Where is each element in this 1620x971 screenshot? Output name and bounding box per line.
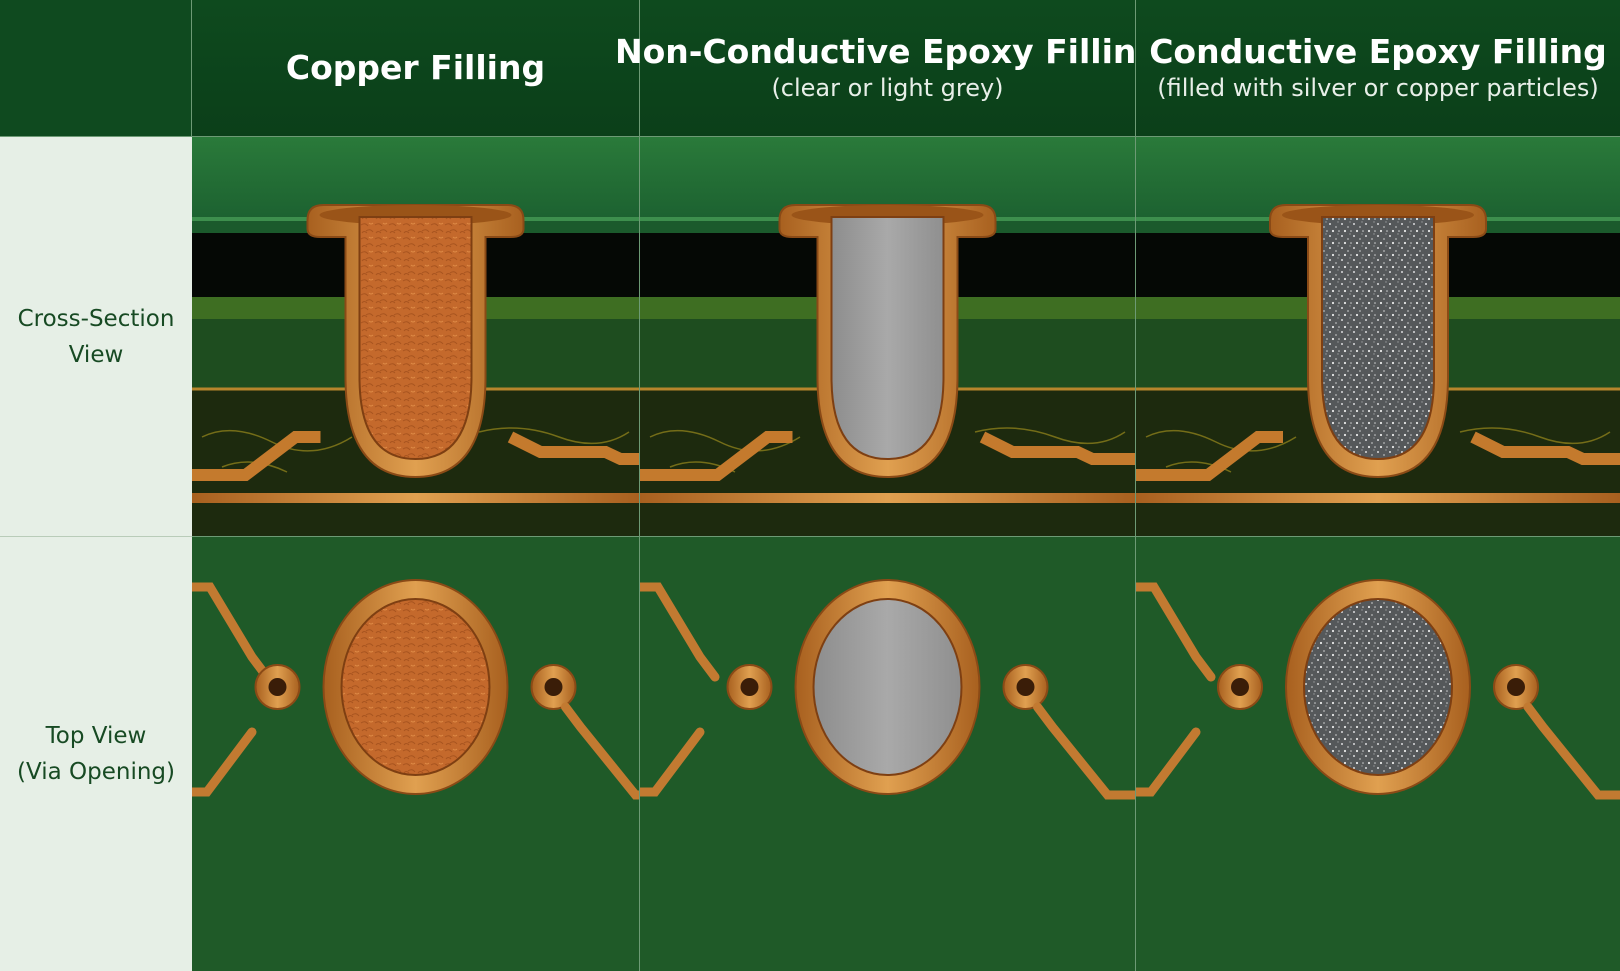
row-label-line: Cross-Section (17, 305, 175, 332)
row-label-line: View (68, 341, 124, 368)
bottom-copper-trace (640, 493, 1135, 503)
row-label-line: (Via Opening) (17, 759, 175, 785)
via-fill (830, 216, 945, 461)
bottom-copper-trace (192, 493, 639, 503)
top-view-non-conductive-epoxy (640, 537, 1136, 971)
inner-trace-left (192, 431, 321, 481)
via-top-fill (340, 598, 491, 776)
trace-left-upper (1136, 582, 1216, 682)
inner-trace-left (640, 431, 793, 481)
cross-section-copper (192, 137, 640, 537)
column-header-conductive-epoxy: Conductive Epoxy Filling (filled with si… (1136, 0, 1620, 137)
trace-left-lower (1136, 727, 1201, 797)
via-fill (358, 216, 473, 461)
top-view-conductive-epoxy (1136, 537, 1620, 971)
column-subtitle: (filled with silver or copper particles) (1157, 74, 1599, 102)
inner-trace-left (1136, 431, 1283, 481)
trace-left-lower (640, 727, 705, 797)
via-top-fill (1303, 598, 1453, 776)
trace-right (561, 702, 639, 800)
corner-cell (0, 0, 192, 137)
row-label-cross-section: Cross-Section View (0, 137, 192, 537)
inner-trace-right (1470, 431, 1620, 465)
trace-left-lower (192, 727, 257, 797)
column-header-non-conductive-epoxy: Non-Conductive Epoxy Filling (clear or l… (615, 0, 1160, 137)
via-top-fill (812, 598, 963, 776)
trace-left-upper (192, 582, 272, 682)
column-header-copper: Copper Filling (192, 0, 640, 137)
cross-section-conductive-epoxy (1136, 137, 1620, 537)
column-title: Copper Filling (285, 48, 546, 87)
row-label-top-view: Top View (Via Opening) (0, 537, 192, 971)
column-title: Conductive Epoxy Filling (1149, 32, 1607, 71)
trace-right (1033, 702, 1135, 800)
trace-left-upper (640, 582, 720, 682)
bottom-copper-trace (1136, 493, 1620, 503)
cross-section-non-conductive-epoxy (640, 137, 1136, 537)
inner-trace-right (979, 431, 1135, 465)
column-title: Non-Conductive Epoxy Filling (614, 32, 1161, 71)
top-view-copper (192, 537, 640, 971)
column-subtitle: (clear or light grey) (771, 74, 1004, 102)
via-fill (1321, 216, 1435, 461)
trace-right (1523, 702, 1620, 800)
inner-trace-right (507, 431, 639, 465)
row-label-line: Top View (45, 723, 147, 749)
